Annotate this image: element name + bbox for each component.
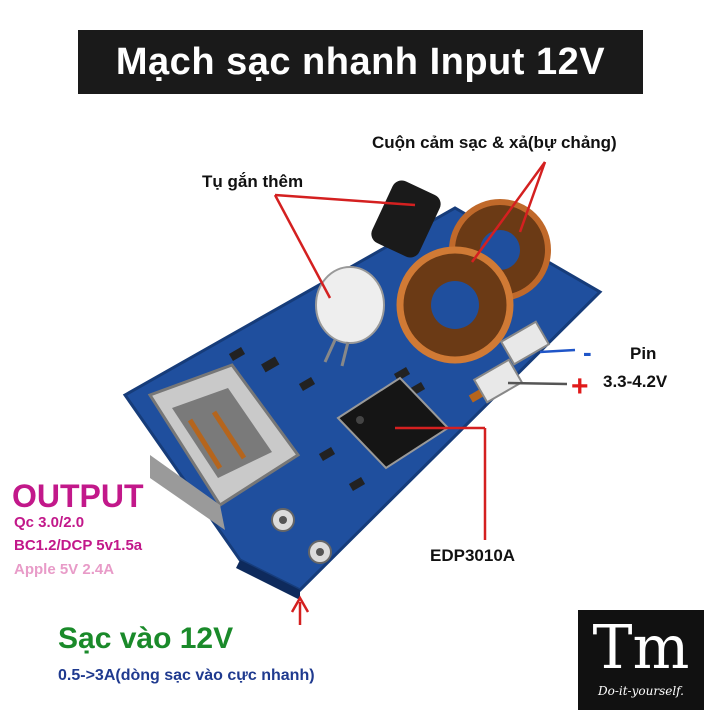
white-capacitor <box>315 266 385 344</box>
brand-logo-tagline: Do-it-yourself. <box>597 684 684 698</box>
black-capacitor <box>371 180 441 258</box>
battery-label: Pin <box>630 344 657 363</box>
brand-logo-mark: Tm <box>592 613 690 683</box>
pointer-lines <box>273 161 547 625</box>
chip-label: EDP3010A <box>430 546 516 565</box>
minus-pointer <box>539 348 576 354</box>
battery-range: 3.3-4.2V <box>603 372 668 391</box>
plus-pointer <box>507 381 568 386</box>
page-title: Mạch sạc nhanh Input 12V <box>115 41 606 83</box>
minus-sign: - <box>583 337 592 367</box>
capacitor-label: Tụ gắn thêm <box>202 172 304 191</box>
output-title: OUTPUT <box>12 478 144 514</box>
charge-input-title: Sạc vào 12V <box>58 622 234 655</box>
title-banner <box>78 30 643 94</box>
brand-logo <box>578 610 704 710</box>
output-spec-qc: Qc 3.0/2.0 <box>14 514 85 531</box>
battery-pad-plus <box>472 358 524 404</box>
output-spec-apple: Apple 5V 2.4A <box>14 561 115 578</box>
coil-label: Cuộn cảm sạc & xả(bự chảng) <box>372 133 617 152</box>
battery-pad-minus <box>499 320 551 366</box>
charge-input-subtitle: 0.5->3A(dòng sạc vào cực nhanh) <box>58 667 315 684</box>
output-spec-bc: BC1.2/DCP 5v1.5a <box>14 537 143 554</box>
plus-sign: + <box>571 370 589 403</box>
